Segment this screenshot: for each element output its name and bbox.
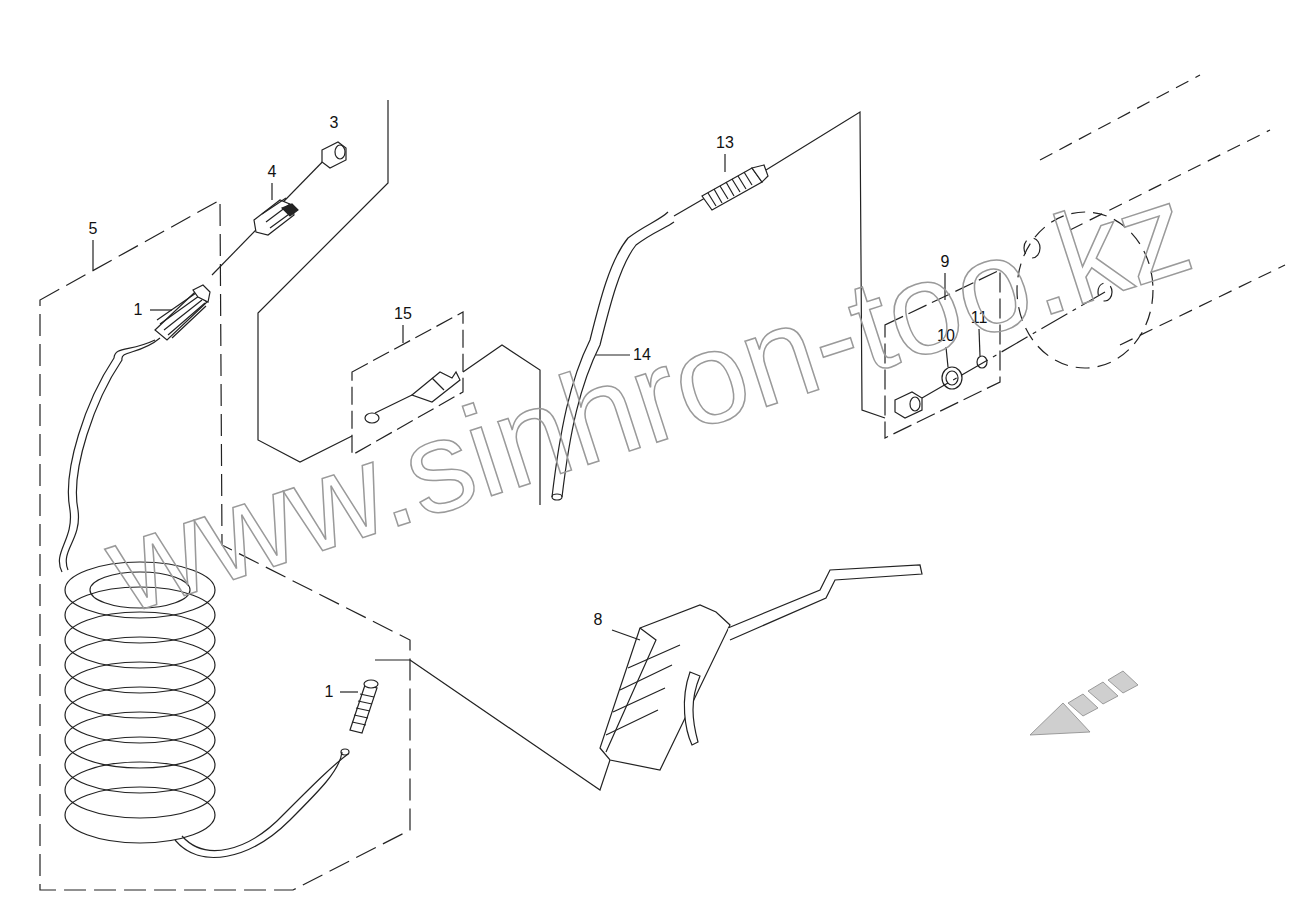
callout-number: 15 xyxy=(394,306,412,322)
callout-number: 10 xyxy=(937,328,955,344)
callout-number: 5 xyxy=(89,221,98,237)
assembly-line xyxy=(258,100,388,462)
direction-arrow xyxy=(1030,671,1138,735)
callout-number: 4 xyxy=(268,164,277,180)
assembly-line xyxy=(410,660,610,790)
hose-fitting xyxy=(155,285,210,340)
callout-number: 3 xyxy=(330,115,339,131)
assembly-line xyxy=(766,112,885,418)
callout-number: 9 xyxy=(941,254,950,270)
leader-line xyxy=(212,150,334,275)
callout-number: 11 xyxy=(971,310,988,326)
callout-number: 14 xyxy=(633,347,651,363)
hose xyxy=(552,212,674,500)
callout-number: 1 xyxy=(325,684,334,700)
watermark: www.sinhron-too.kz xyxy=(92,161,1204,633)
assembly-line xyxy=(463,345,540,505)
blow-gun xyxy=(600,565,922,770)
coiled-hose xyxy=(59,338,349,857)
group-outline xyxy=(885,270,1000,438)
assembly-line xyxy=(375,659,410,660)
fitting xyxy=(365,372,460,423)
group-outline xyxy=(40,200,410,890)
assembly-line xyxy=(674,198,705,216)
coupling xyxy=(254,198,298,235)
nut xyxy=(322,142,346,168)
tank-outline xyxy=(1017,75,1285,368)
center-line xyxy=(922,292,1105,398)
callout-number: 13 xyxy=(716,135,734,151)
hose-fitting xyxy=(702,165,768,210)
callout-number: 1 xyxy=(134,302,143,318)
group-outline xyxy=(352,312,463,455)
callout-number: 8 xyxy=(594,612,603,628)
leader-lines xyxy=(93,154,980,692)
hose-fitting xyxy=(350,680,378,733)
